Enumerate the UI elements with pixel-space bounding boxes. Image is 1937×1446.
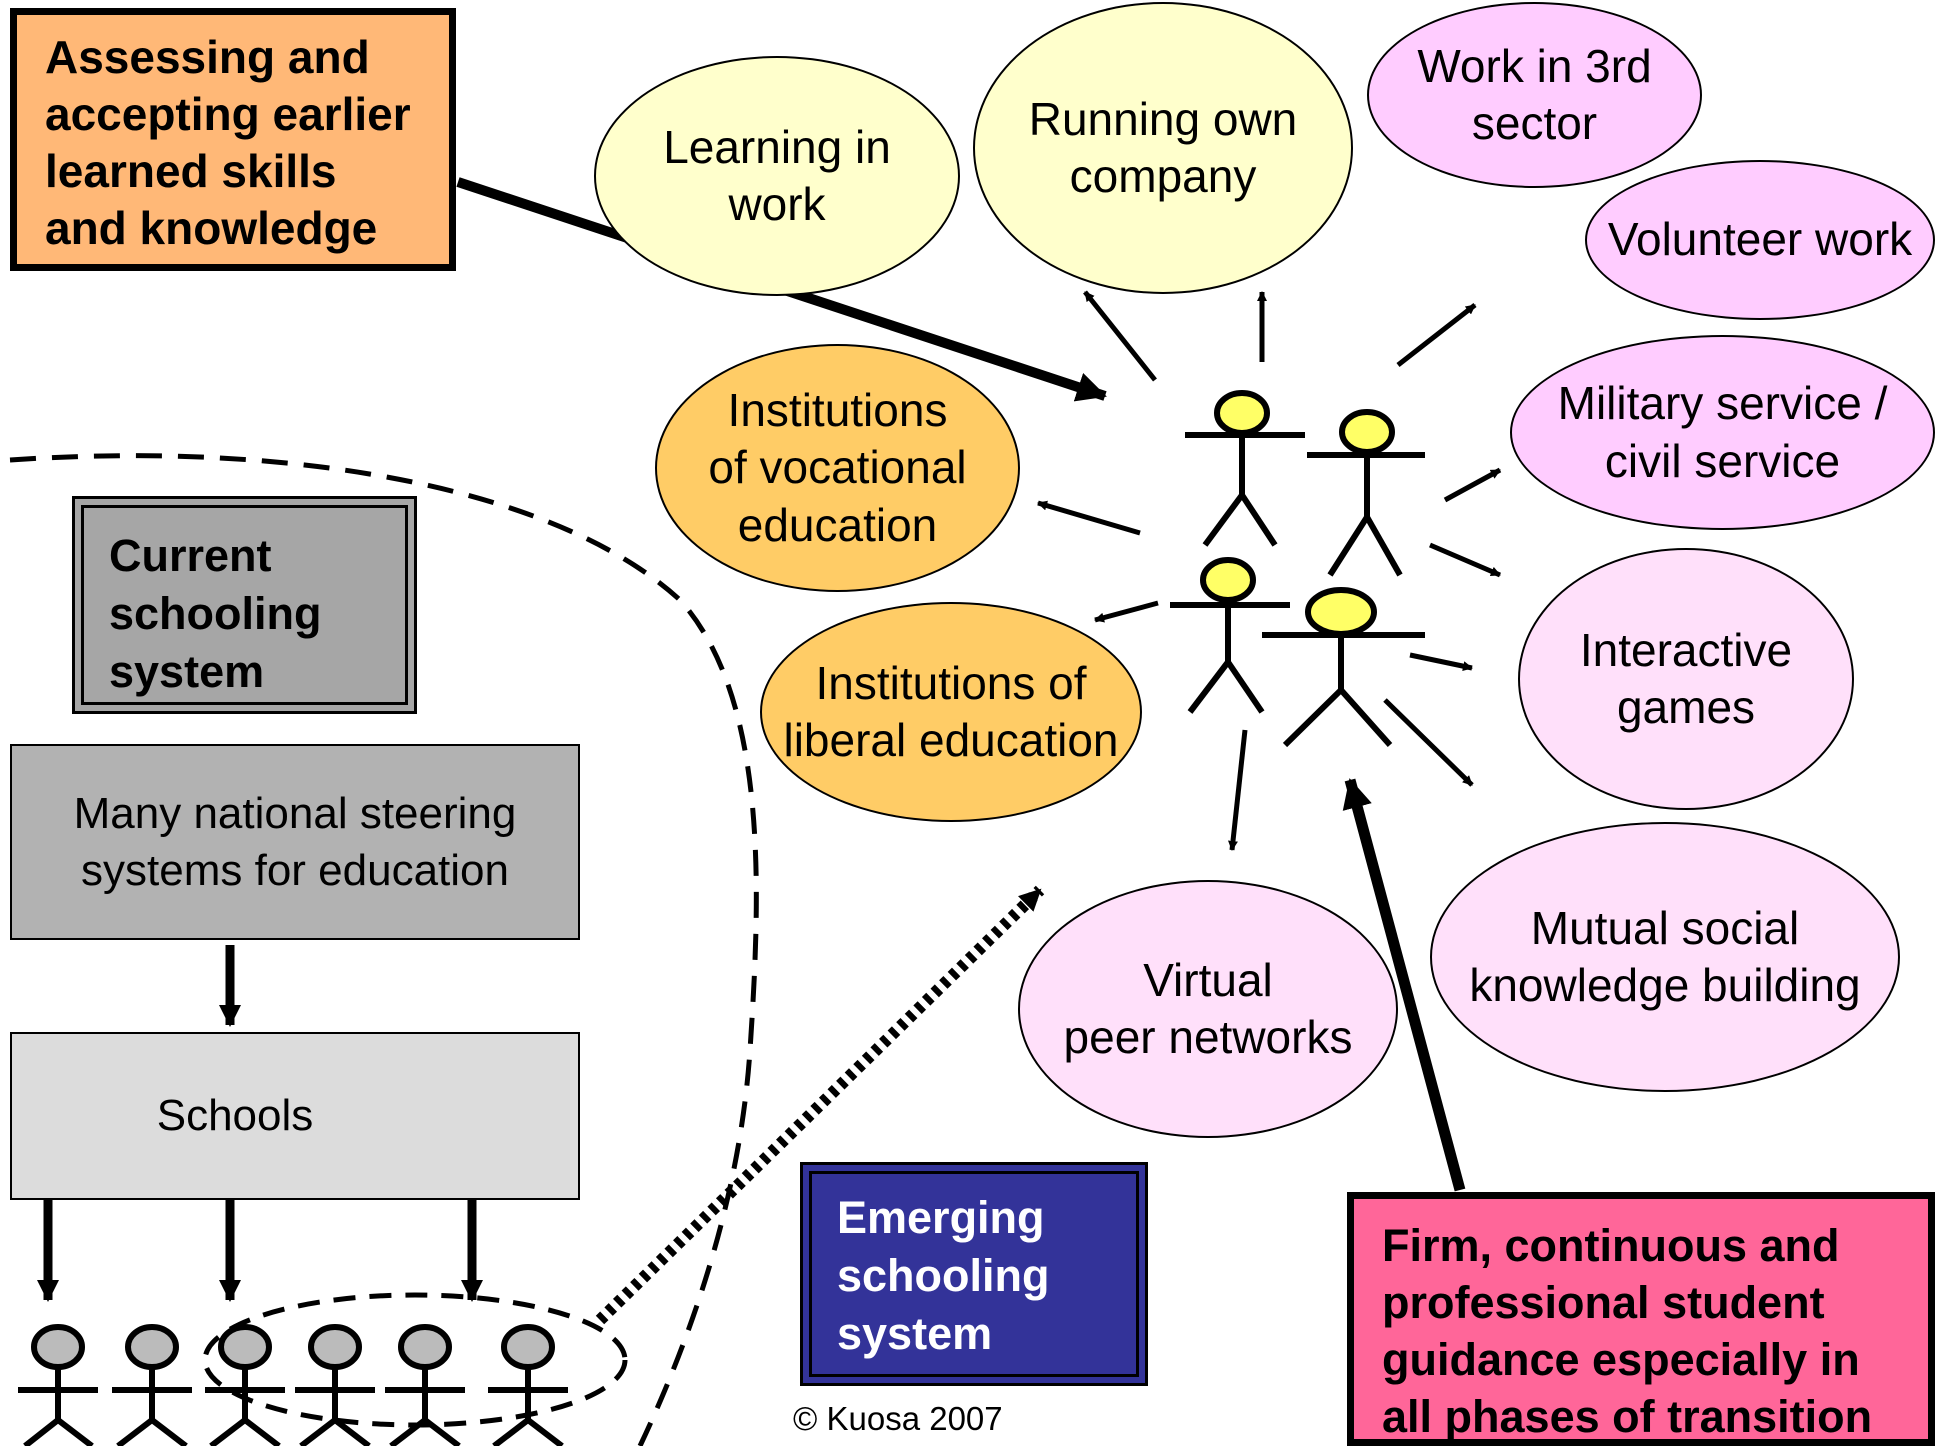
military-service-text: Military service / civil service (1557, 377, 1888, 487)
mutual-social-ellipse: Mutual social knowledge building (1430, 822, 1900, 1092)
current-schooling-text: Current schooling system (109, 530, 322, 697)
central-figures (1170, 390, 1425, 748)
military-service-ellipse: Military service / civil service (1510, 335, 1935, 530)
assessing-box: Assessing and accepting earlier learned … (10, 8, 456, 271)
learning-in-work-text: Learning in work (663, 120, 891, 231)
running-own-company-text: Running own company (1028, 92, 1298, 203)
emerging-schooling-box: Emerging schooling system (800, 1162, 1148, 1386)
learning-in-work-ellipse: Learning in work (594, 56, 960, 296)
guidance-box: Firm, continuous and professional studen… (1347, 1192, 1935, 1446)
current-schooling-box: Current schooling system (72, 496, 417, 714)
radiating-arrows (1037, 290, 1502, 851)
mutual-social-text: Mutual social knowledge building (1469, 901, 1861, 1012)
national-steering-text: Many national steering systems for educa… (73, 789, 517, 895)
stick-figure (205, 1324, 285, 1446)
dashed-boundary-curve (9, 453, 759, 1446)
stick-figure (488, 1324, 568, 1446)
interactive-games-ellipse: Interactive games (1518, 548, 1854, 810)
guidance-text: Firm, continuous and professional studen… (1382, 1220, 1873, 1442)
stick-figure (1185, 390, 1305, 547)
virtual-peer-networks-text: Virtual peer networks (1063, 953, 1353, 1064)
volunteer-work-ellipse: Volunteer work (1585, 160, 1935, 320)
emerging-schooling-text: Emerging schooling system (837, 1192, 1050, 1359)
stick-figure (295, 1324, 375, 1446)
stick-figure (1307, 409, 1425, 577)
stick-figure (1262, 587, 1425, 748)
stick-figure (385, 1324, 465, 1446)
liberal-institutions-text: Institutions of liberal education (783, 656, 1119, 767)
student-figures (18, 1324, 568, 1446)
liberal-institutions-ellipse: Institutions of liberal education (760, 602, 1142, 822)
interactive-games-text: Interactive games (1579, 623, 1793, 734)
vocational-institutions-text: Institutions of vocational education (708, 383, 967, 551)
schools-text: Schools (156, 1091, 314, 1140)
schools-box: Schools (10, 1032, 580, 1200)
guidance-arrow (1342, 778, 1466, 1192)
assessing-text: Assessing and accepting earlier learned … (45, 31, 411, 254)
work-3rd-sector-text: Work in 3rd sector (1417, 39, 1652, 150)
running-own-company-ellipse: Running own company (973, 2, 1353, 294)
national-steering-box: Many national steering systems for educa… (10, 744, 580, 940)
stick-figure (112, 1324, 192, 1446)
stick-figure (1170, 557, 1290, 714)
volunteer-work-text: Volunteer work (1607, 213, 1913, 266)
work-3rd-sector-ellipse: Work in 3rd sector (1367, 2, 1702, 188)
copyright-text: © Kuosa 2007 (793, 1400, 1003, 1437)
virtual-peer-networks-ellipse: Virtual peer networks (1018, 880, 1398, 1138)
vocational-institutions-ellipse: Institutions of vocational education (655, 344, 1020, 592)
stick-figure (18, 1324, 98, 1446)
